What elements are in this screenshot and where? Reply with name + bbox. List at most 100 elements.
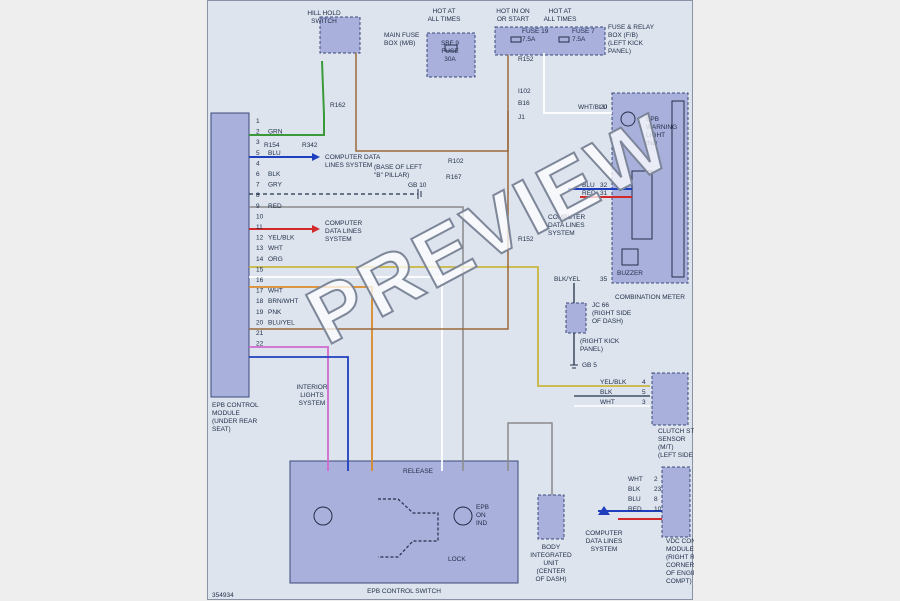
meter-pin-1: 31	[600, 190, 608, 197]
vdc-pin-2: 8	[654, 496, 658, 503]
epb-wire-label-6: BLK	[268, 171, 281, 178]
wire-pnk	[249, 346, 329, 471]
connector-0: R154	[264, 142, 280, 149]
epb-pin-16: 16	[256, 277, 264, 284]
wire-wht	[249, 276, 443, 471]
component-label-release: RELEASE	[403, 468, 434, 475]
epb-pin-8: 8	[256, 192, 260, 199]
epb-pin-4: 4	[256, 160, 260, 167]
vdc-wire-2: BLU	[628, 496, 641, 503]
epb-pin-20: 20	[256, 319, 264, 326]
epb-wire-label-17: WHT	[268, 288, 283, 295]
epb-pin-22: 22	[256, 341, 264, 348]
connector-3: R167	[446, 174, 462, 181]
vdc-pin-1: 23	[654, 486, 662, 493]
component-label-buzzer: BUZZER	[617, 270, 643, 277]
vdc-wire-1: BLK	[628, 486, 641, 493]
meter-pin-2: 20	[600, 104, 608, 111]
component-label-lock: LOCK	[448, 556, 466, 563]
epb-pin-14: 14	[256, 256, 264, 263]
clutch-sensor-box	[651, 372, 689, 426]
meter-wire-1: RED	[582, 190, 596, 197]
ground-gb10-icon	[417, 189, 422, 199]
main-fuse-box	[426, 32, 476, 78]
epb-wire-label-18: BRN/WHT	[268, 298, 298, 305]
wire-wht-blu	[543, 53, 612, 114]
fuse-relay-box	[494, 26, 606, 56]
vdc-pin-0: 2	[654, 476, 658, 483]
epb-pin-12: 12	[256, 235, 264, 242]
can-transceiver-box	[631, 170, 653, 240]
wire-body-gry	[507, 422, 553, 495]
meter-wire-0: BLU	[582, 182, 595, 189]
buzzer-icon	[621, 248, 639, 266]
epb-pin-5: 5	[256, 150, 260, 157]
epb-pin-13: 13	[256, 245, 264, 252]
wire-blu-yel	[249, 356, 349, 471]
epb-pin-6: 6	[256, 171, 260, 178]
epb-wire-label-13: WHT	[268, 245, 283, 252]
epb-wire-label-7: GRY	[268, 182, 283, 189]
wire-brn-wht-2	[249, 111, 509, 330]
epb-pin-2: 2	[256, 129, 260, 136]
component-label-combination-meter: COMBINATION METER	[615, 294, 685, 301]
epb-wire-label-20: BLU/YEL	[268, 319, 295, 326]
connector-2: R162	[330, 102, 346, 109]
ground-gb5-icon	[570, 364, 578, 369]
arrow-computer-data-2	[312, 225, 320, 233]
sbf-fuse-symbol	[444, 44, 458, 52]
component-label-clutch-sensor: CLUTCH STROKESENSOR(M/T)(LEFT SIDE OF DA…	[658, 428, 694, 459]
epb-pin-17: 17	[256, 288, 264, 295]
meter-wire-2: WHT/BLU	[578, 104, 608, 111]
epb-pin-11: 11	[256, 224, 263, 231]
epb-wire-label-5: BLU	[268, 150, 281, 157]
clutch-pin-1: 5	[642, 389, 646, 396]
wire-yel-blk	[249, 266, 650, 387]
epb-wire-label-19: PNK	[268, 309, 282, 316]
epb-wire-label-9: RED	[268, 203, 282, 210]
vdc-control-module-box	[661, 466, 691, 538]
wire-org	[249, 286, 373, 471]
body-integrated-unit-box	[537, 494, 565, 540]
connector-5: R152	[518, 56, 534, 63]
hill-hold-switch-box	[319, 16, 361, 54]
vdc-wire-3: RED	[628, 506, 642, 513]
wire-brn-wht	[355, 53, 509, 152]
epb-on-indicator-lamp-icon	[453, 506, 473, 526]
epb-control-switch-box	[289, 460, 519, 584]
wire-grn	[249, 60, 325, 136]
epb-control-module-box	[210, 112, 250, 398]
epb-pin-15: 15	[256, 266, 264, 273]
epb-pin-7: 7	[256, 182, 260, 189]
connector-9: J1	[518, 114, 525, 121]
arrow-computer-data-4	[598, 506, 610, 515]
epb-pin-18: 18	[256, 298, 264, 305]
epb-pin-21: 21	[256, 330, 264, 337]
clutch-wire-1: BLK	[600, 389, 613, 396]
connector-6: I102	[518, 88, 531, 95]
meter-pin-0: 32	[600, 182, 608, 189]
clutch-pin-0: 4	[642, 379, 646, 386]
epb-pin-19: 19	[256, 309, 264, 316]
epb-wire-label-14: ORG	[268, 256, 283, 263]
component-label-epb-switch: EPB CONTROL SWITCH	[367, 588, 441, 595]
meter-wire-3: BLK/YEL	[554, 276, 581, 283]
